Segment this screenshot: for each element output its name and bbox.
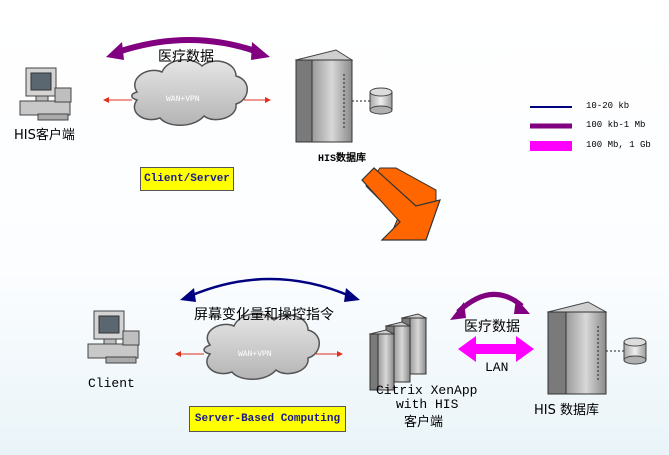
legend-label-medium: 100 kb-1 Mb [586, 120, 646, 130]
client-computer-icon-2 [87, 310, 140, 364]
top-data-arrow [106, 37, 270, 60]
citrix-label-line2: with HIS [396, 397, 459, 412]
screen-update-label: 屏幕变化量和操控指令 [194, 307, 334, 323]
wan-cloud-icon-2 [203, 313, 320, 380]
legend-label-wide: 100 Mb, 1 Gb [586, 140, 651, 150]
sbc-banner: Server-Based Computing [189, 406, 346, 432]
citrix-label-line3: 客户端 [404, 415, 444, 430]
citrix-server-farm-icon [368, 313, 428, 391]
legend [530, 106, 572, 151]
client-computer-icon [19, 67, 72, 121]
client-server-banner: Client/Server [140, 167, 234, 191]
wan-label: WAN+VPN [166, 95, 200, 104]
client-label: Client [88, 376, 135, 391]
legend-label-narrow: 10-20 kb [586, 101, 630, 111]
wan-label-2: WAN+VPN [238, 350, 272, 359]
database-server-icon-2 [546, 301, 608, 395]
his-db-label: HIS数据库 [318, 154, 367, 165]
lan-label: LAN [485, 360, 509, 375]
citrix-label-line1: Citrix XenApp [376, 383, 478, 398]
his-client-label: HIS客户端 [14, 128, 75, 143]
top-data-label: 医疗数据 [158, 49, 214, 65]
database-server-icon [294, 49, 354, 143]
disk-icon [352, 87, 393, 115]
disk-icon-2 [606, 337, 647, 365]
wan-cloud-icon [131, 59, 248, 126]
medical-data-label: 医疗数据 [464, 319, 520, 335]
his-db-label-2: HIS 数据库 [534, 403, 599, 418]
lan-arrow [458, 336, 534, 362]
lan-data-arrow [450, 291, 530, 320]
transition-arrow-icon [361, 167, 441, 241]
screen-update-arrow [180, 277, 360, 302]
